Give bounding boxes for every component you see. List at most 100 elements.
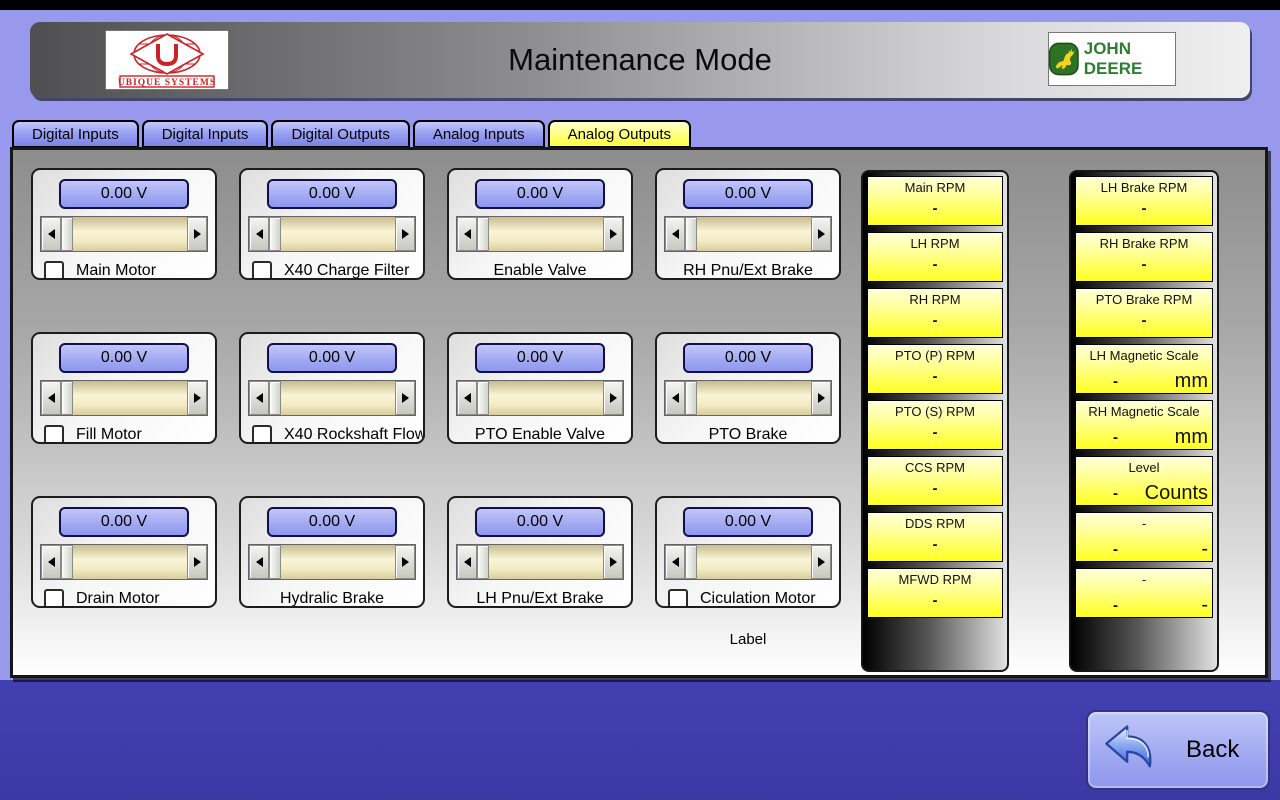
slider-right-arrow[interactable] <box>395 217 415 251</box>
value-slider[interactable] <box>40 544 208 580</box>
cell-checkbox[interactable] <box>44 589 64 606</box>
readout-box: MFWD RPM- <box>867 568 1003 618</box>
slider-right-arrow[interactable] <box>187 381 207 415</box>
readout-box: RH Magnetic Scale-mm <box>1075 400 1213 450</box>
value-slider[interactable] <box>456 216 624 252</box>
slider-right-arrow[interactable] <box>187 217 207 251</box>
slider-right-arrow[interactable] <box>603 545 623 579</box>
voltage-display[interactable]: 0.00 V <box>59 343 189 373</box>
cell-checkbox[interactable] <box>668 589 688 606</box>
slider-thumb[interactable] <box>61 217 73 251</box>
slider-left-arrow[interactable] <box>665 381 685 415</box>
slider-thumb[interactable] <box>61 545 73 579</box>
cell-checkbox[interactable] <box>252 261 272 278</box>
slider-track[interactable] <box>489 545 603 579</box>
slider-left-arrow[interactable] <box>41 381 61 415</box>
slider-thumb[interactable] <box>269 545 281 579</box>
value-slider[interactable] <box>40 380 208 416</box>
left-triangle-icon <box>255 557 263 567</box>
readout-title: PTO (P) RPM <box>895 348 975 363</box>
slider-track[interactable] <box>489 217 603 251</box>
slider-left-arrow[interactable] <box>41 545 61 579</box>
tab-analog-outputs[interactable]: Analog Outputs <box>547 120 691 148</box>
slider-thumb[interactable] <box>685 545 697 579</box>
slider-thumb[interactable] <box>477 381 489 415</box>
left-triangle-icon <box>671 393 679 403</box>
voltage-display[interactable]: 0.00 V <box>475 507 605 537</box>
value-slider[interactable] <box>40 216 208 252</box>
tab-digital-outputs[interactable]: Digital Outputs <box>271 120 410 148</box>
slider-thumb[interactable] <box>477 545 489 579</box>
voltage-display[interactable]: 0.00 V <box>683 179 813 209</box>
slider-left-arrow[interactable] <box>249 381 269 415</box>
value-slider[interactable] <box>248 544 416 580</box>
voltage-display[interactable]: 0.00 V <box>59 179 189 209</box>
slider-track[interactable] <box>73 217 187 251</box>
back-button[interactable]: Back <box>1086 710 1270 790</box>
slider-right-arrow[interactable] <box>395 381 415 415</box>
slider-thumb[interactable] <box>269 381 281 415</box>
slider-track[interactable] <box>697 217 811 251</box>
readout-value: - <box>932 480 938 497</box>
voltage-display[interactable]: 0.00 V <box>267 179 397 209</box>
slider-right-arrow[interactable] <box>811 381 831 415</box>
value-slider[interactable] <box>456 380 624 416</box>
tab-digital-inputs-1[interactable]: Digital Inputs <box>12 120 139 148</box>
tab-analog-inputs[interactable]: Analog Inputs <box>412 120 545 148</box>
value-slider[interactable] <box>248 216 416 252</box>
value-slider[interactable] <box>456 544 624 580</box>
tab-digital-inputs-2[interactable]: Digital Inputs <box>141 120 269 148</box>
slider-thumb[interactable] <box>685 381 697 415</box>
readout-box: Main RPM- <box>867 176 1003 226</box>
slider-thumb[interactable] <box>269 217 281 251</box>
slider-track[interactable] <box>489 381 603 415</box>
slider-left-arrow[interactable] <box>249 217 269 251</box>
readout-box: DDS RPM- <box>867 512 1003 562</box>
slider-right-arrow[interactable] <box>187 545 207 579</box>
cell-checkbox[interactable] <box>44 261 64 278</box>
slider-left-arrow[interactable] <box>41 217 61 251</box>
value-slider[interactable] <box>248 380 416 416</box>
slider-left-arrow[interactable] <box>457 217 477 251</box>
slider-left-arrow[interactable] <box>665 545 685 579</box>
slider-thumb[interactable] <box>61 381 73 415</box>
slider-track[interactable] <box>73 381 187 415</box>
slider-right-arrow[interactable] <box>811 545 831 579</box>
slider-thumb[interactable] <box>685 217 697 251</box>
slider-left-arrow[interactable] <box>249 545 269 579</box>
cell-checkbox[interactable] <box>252 425 272 442</box>
slider-track[interactable] <box>281 217 395 251</box>
cell-label: PTO Enable Valve <box>474 426 606 443</box>
slider-track[interactable] <box>697 545 811 579</box>
slider-left-arrow[interactable] <box>665 217 685 251</box>
slider-track[interactable] <box>73 545 187 579</box>
slider-track[interactable] <box>697 381 811 415</box>
slider-right-arrow[interactable] <box>603 217 623 251</box>
readout-box: RH Brake RPM- <box>1075 232 1213 282</box>
slider-thumb[interactable] <box>477 217 489 251</box>
voltage-display[interactable]: 0.00 V <box>475 343 605 373</box>
voltage-display[interactable]: 0.00 V <box>59 507 189 537</box>
slider-left-arrow[interactable] <box>457 545 477 579</box>
value-slider[interactable] <box>664 380 832 416</box>
slider-track[interactable] <box>281 545 395 579</box>
value-slider[interactable] <box>664 216 832 252</box>
readout-unit: mm <box>1174 370 1208 392</box>
value-slider[interactable] <box>664 544 832 580</box>
voltage-display[interactable]: 0.00 V <box>475 179 605 209</box>
slider-right-arrow[interactable] <box>603 381 623 415</box>
slider-left-arrow[interactable] <box>457 381 477 415</box>
cell-checkbox[interactable] <box>44 425 64 442</box>
voltage-display[interactable]: 0.00 V <box>683 507 813 537</box>
slider-right-arrow[interactable] <box>395 545 415 579</box>
voltage-display[interactable]: 0.00 V <box>683 343 813 373</box>
slider-right-arrow[interactable] <box>811 217 831 251</box>
voltage-display[interactable]: 0.00 V <box>267 507 397 537</box>
slider-track[interactable] <box>281 381 395 415</box>
voltage-display[interactable]: 0.00 V <box>267 343 397 373</box>
